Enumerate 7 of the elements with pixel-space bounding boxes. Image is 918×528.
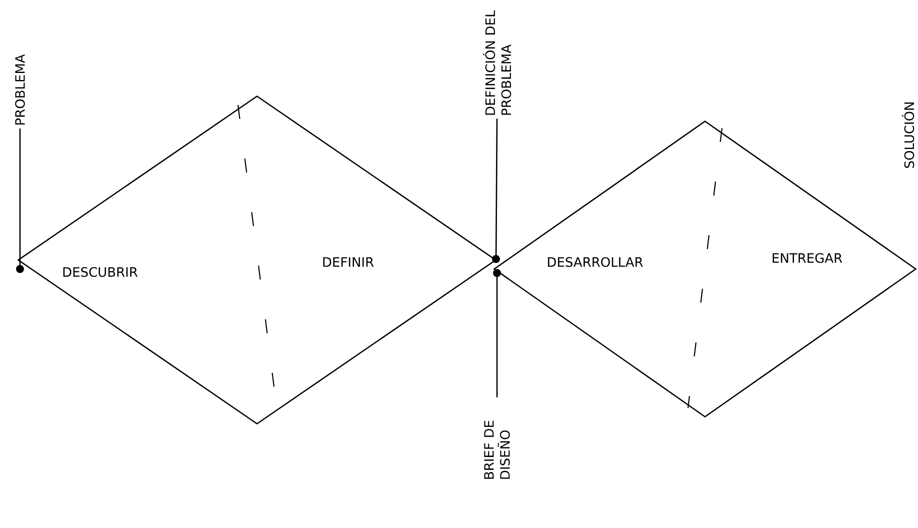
leader-line xyxy=(16,128,24,273)
leader-line xyxy=(493,269,501,398)
leader-line xyxy=(492,118,500,263)
vertical-label: SOLUCIÓN xyxy=(902,102,914,168)
vertical-label: DEFINICIÓN DEL PROBLEMA xyxy=(482,10,512,115)
vertical-label: BRIEF DE DISEÑO xyxy=(484,420,510,479)
vertical-label: PROBLEMA xyxy=(15,54,25,125)
